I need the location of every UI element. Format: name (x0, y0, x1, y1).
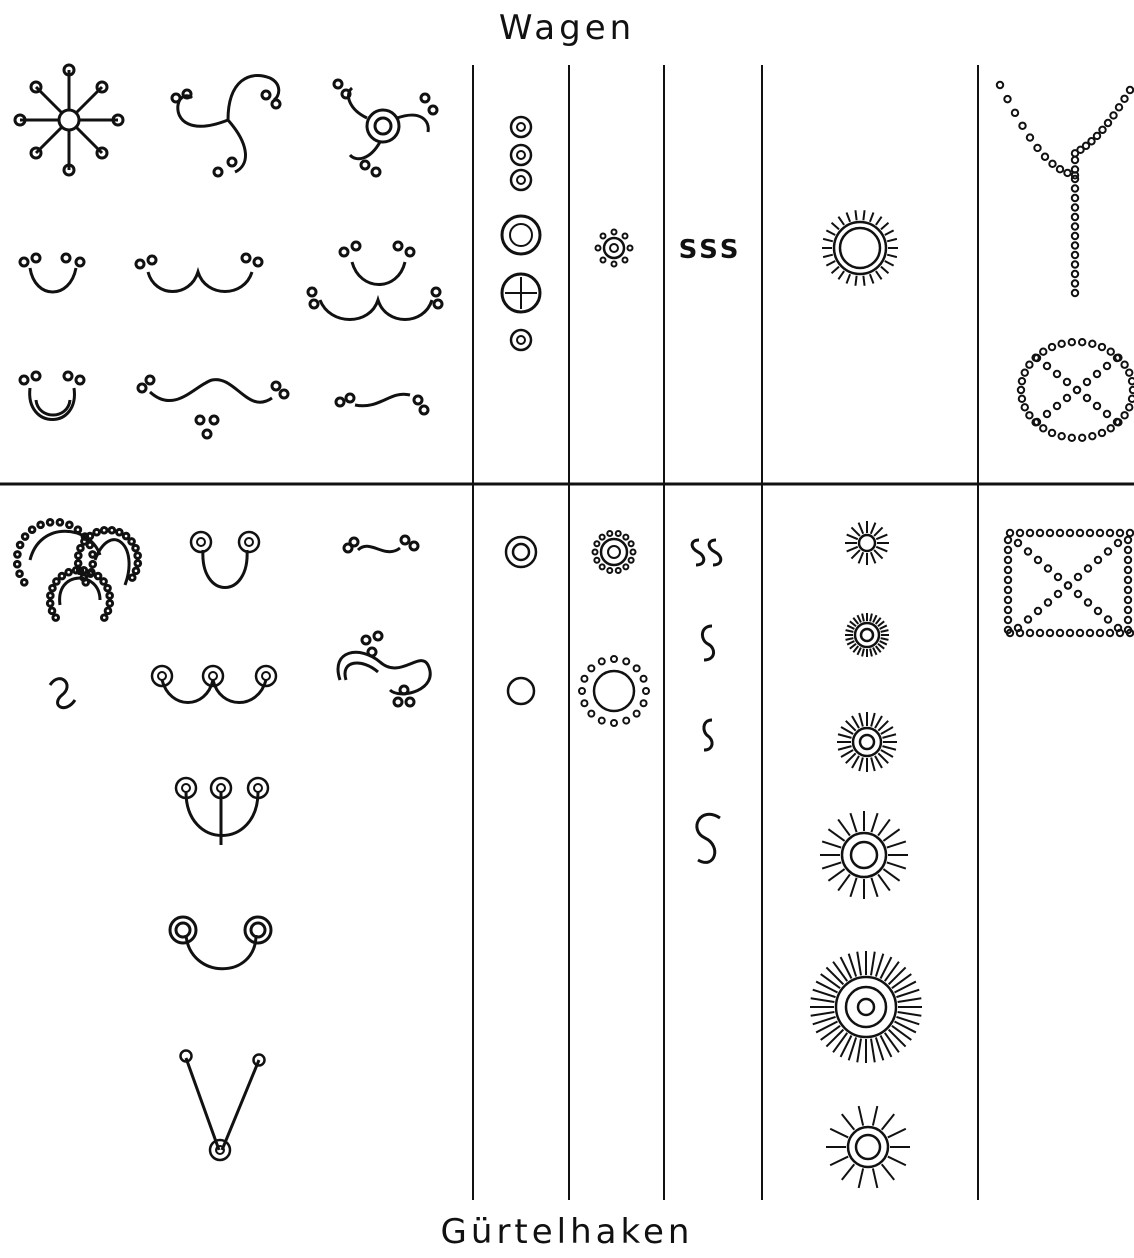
ring-column-upper (596, 230, 633, 267)
dotted-rectangle-cross-motif (1005, 530, 1133, 636)
dotted-circle-cross-motif (1018, 339, 1134, 441)
motif-dotted-triskele (14, 520, 140, 621)
motif-trident-rings (176, 778, 268, 845)
motif-star-wheel (15, 65, 123, 175)
motif-small-s (344, 536, 418, 552)
motif-horseshoe (20, 372, 84, 420)
motif-stacked-arcs (308, 242, 442, 320)
motif-double-arc (136, 254, 262, 292)
dot-column-upper (502, 117, 540, 350)
motif-s-curl (338, 632, 430, 706)
title-guertelhaken: Gürtelhaken (0, 1212, 1134, 1252)
motif-w-rings (152, 666, 276, 703)
sss-motif: SSS (679, 235, 742, 265)
rosette-upper (834, 222, 886, 274)
motif-tiny-s (50, 679, 75, 708)
motif-triskele (172, 75, 280, 176)
dotted-y-motif (997, 82, 1133, 296)
motif-u-rings (191, 532, 259, 588)
motif-triskele-ring (334, 80, 437, 176)
motif-small-wave (336, 394, 428, 414)
motif-v-rings (181, 1051, 265, 1161)
motif-wave (138, 376, 288, 438)
grid-lines (0, 65, 1134, 1200)
motif-arc-rings (170, 917, 271, 969)
s-column-lower (692, 540, 721, 862)
dot-column-lower (506, 537, 536, 704)
motif-single-arc (20, 254, 84, 292)
